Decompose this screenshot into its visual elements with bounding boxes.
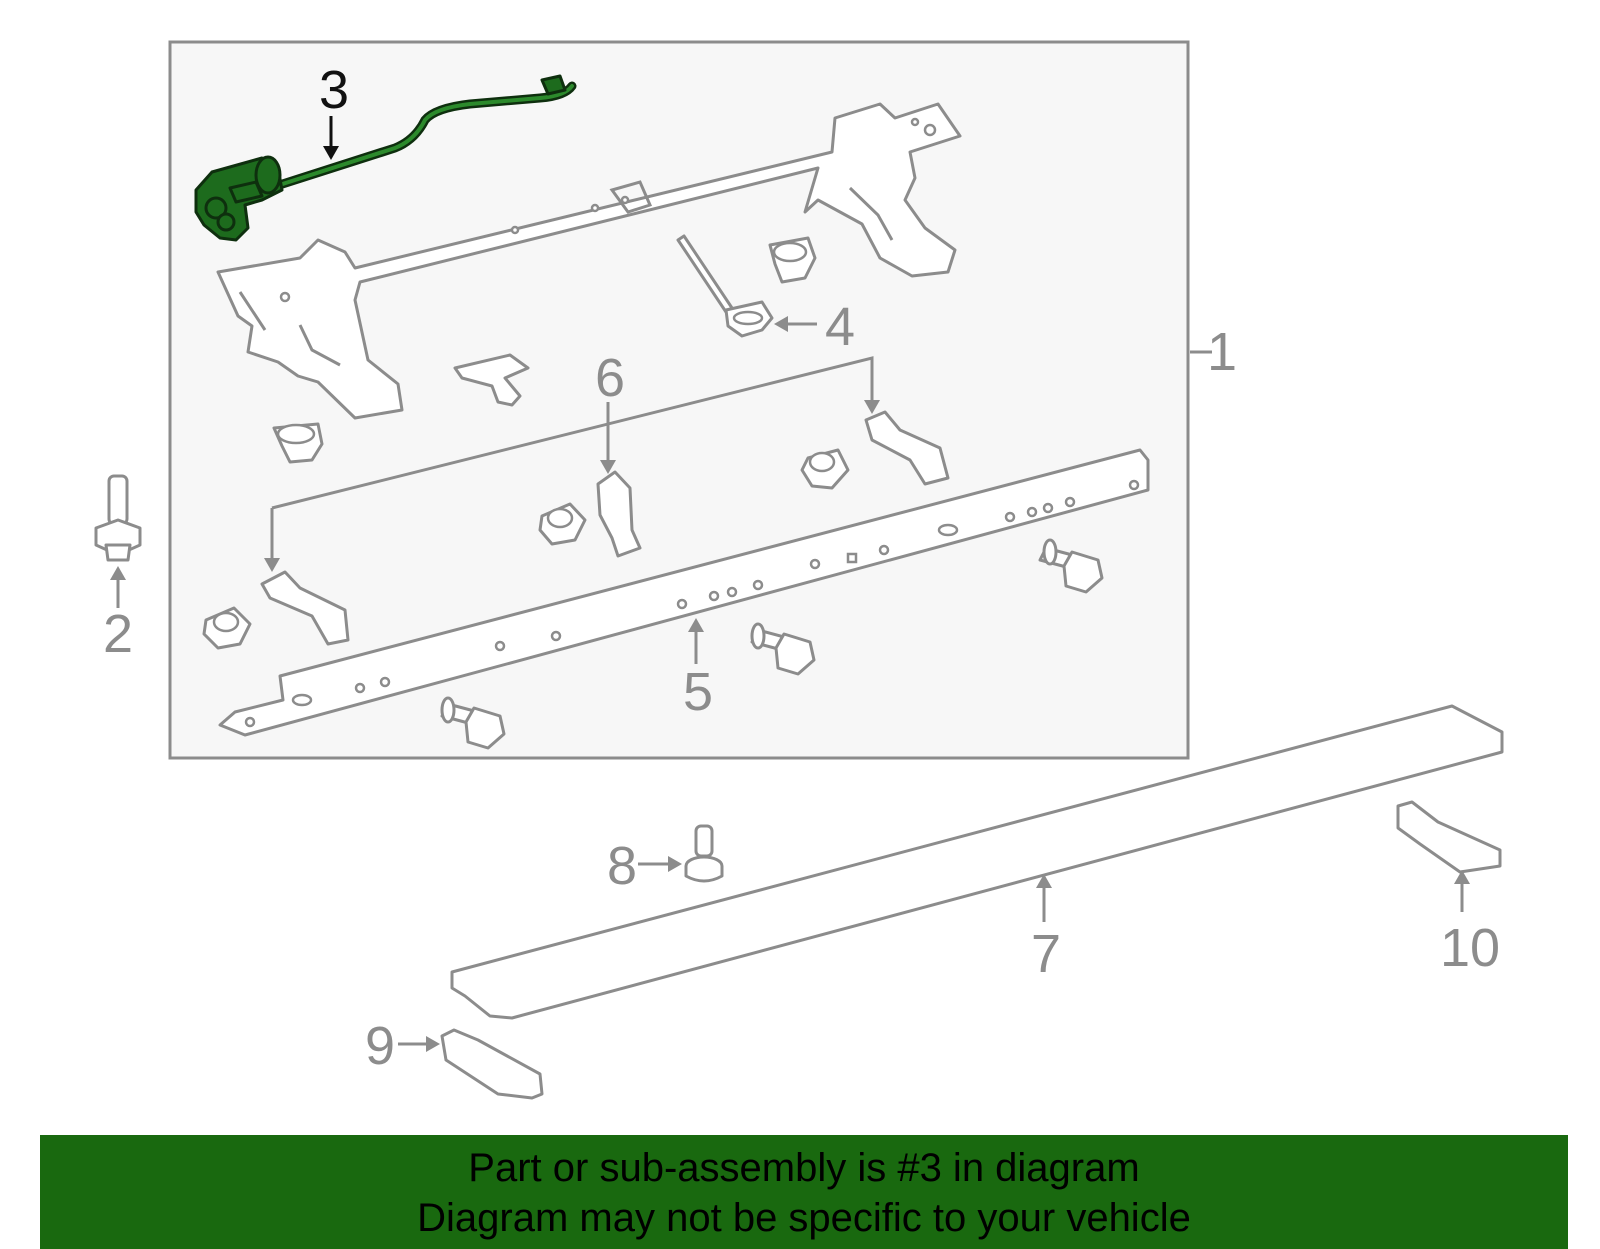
callout-4: 4	[825, 297, 855, 357]
footer-part-note: Part or sub-assembly is #3 in diagram	[468, 1146, 1140, 1190]
screw-part	[684, 824, 724, 883]
callout-1: 1	[1207, 322, 1237, 382]
t-bracket-part	[453, 353, 530, 407]
end-cap-left-part	[440, 1028, 544, 1100]
step-bracket-part	[596, 470, 642, 558]
callout-3: 3	[319, 60, 349, 120]
callout-2: 2	[103, 604, 133, 664]
callout-7: 7	[1031, 924, 1061, 984]
running-board-part	[450, 704, 1504, 1020]
step-bolt-part	[94, 474, 142, 562]
callout-5: 5	[683, 662, 713, 722]
clip-nut-part	[800, 448, 850, 490]
footer-banner: Part or sub-assembly is #3 in diagram Di…	[40, 1135, 1568, 1249]
step-bracket-part	[864, 410, 950, 486]
clip-nut-part	[538, 502, 587, 546]
assembly-panel	[168, 40, 1190, 760]
flange-bolt-part	[750, 622, 816, 676]
frame-bracket-part	[216, 102, 962, 420]
step-bracket-part	[260, 570, 350, 646]
mounting-rail-part	[218, 448, 1150, 737]
footer-vehicle-disclaimer: Diagram may not be specific to your vehi…	[417, 1196, 1191, 1240]
callout-8: 8	[607, 836, 637, 896]
leader-lines	[110, 116, 1470, 1052]
power-step-motor-harness-part-highlighted	[194, 74, 577, 242]
clip-nut-part	[272, 422, 324, 464]
callout-6: 6	[595, 348, 625, 408]
flange-bolt-part	[1038, 538, 1104, 594]
clip-nut-part	[202, 606, 252, 650]
callout-10: 10	[1440, 918, 1500, 978]
flange-bolt-part	[440, 696, 506, 750]
end-cap-right-part	[1396, 800, 1502, 874]
clip-nut-part	[768, 236, 817, 284]
callout-9: 9	[365, 1016, 395, 1076]
retainer-clip-part	[676, 234, 774, 338]
